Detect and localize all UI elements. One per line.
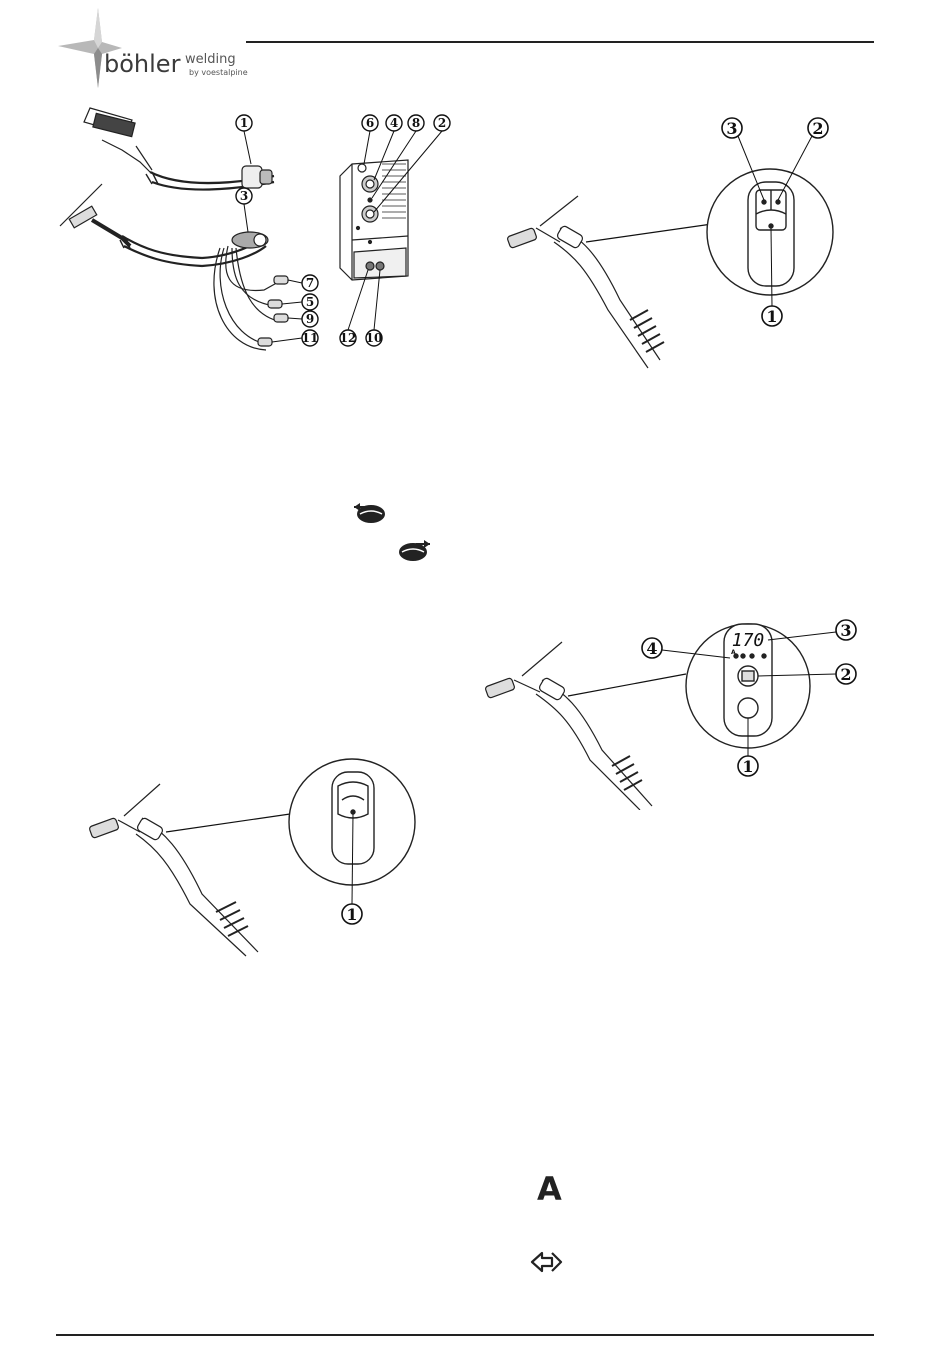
figure-torch-display: 170 A 4 3 2 1 [480, 610, 870, 810]
callout-label: 2 [438, 116, 446, 130]
callout-label: 5 [306, 295, 314, 309]
magnified-switch [707, 169, 833, 295]
callout-label: 2 [840, 665, 851, 684]
figure-torch-single: 1 [80, 748, 420, 958]
crater-out-icon [396, 538, 432, 562]
tig-torch-drawing [60, 184, 288, 350]
brand-main: böhler [104, 50, 180, 78]
callout-label: 3 [240, 189, 248, 203]
header-rule [246, 41, 874, 43]
callout-label: 3 [726, 119, 737, 138]
callout-label: 6 [366, 116, 374, 130]
callout-label: 1 [346, 905, 357, 924]
callout-label: 10 [366, 331, 383, 345]
callout-label: 8 [412, 116, 420, 130]
torch-handle-drawing [89, 784, 258, 956]
figure-torch-updown: 3 2 1 [500, 110, 860, 370]
callout-label: 12 [340, 331, 357, 345]
brand-by: by voestalpine [189, 68, 248, 77]
callout-label: 3 [840, 621, 851, 640]
callout-label: 1 [766, 307, 777, 326]
callout-label: 2 [812, 119, 823, 138]
current-symbol: A [537, 1170, 562, 1208]
brand-logo: böhler welding by voestalpine [58, 8, 258, 88]
crater-in-icon [352, 500, 386, 524]
display-current-letter: A [731, 649, 736, 656]
figure-connections: 1 3 7 5 9 11 [52, 100, 462, 360]
footer-rule [56, 1334, 874, 1336]
callout-label: 1 [742, 757, 753, 776]
callout-label: 9 [306, 312, 314, 326]
callout-label: 4 [390, 116, 398, 130]
brand-sub: welding [185, 52, 236, 67]
display-readout: 170 [732, 630, 765, 651]
callout-label: 7 [306, 276, 314, 290]
torch-handle-drawing [507, 196, 664, 368]
callout-label: 4 [646, 639, 657, 658]
enter-arrow-icon [530, 1250, 564, 1274]
callout-label: 11 [302, 331, 319, 345]
callout-label: 1 [240, 116, 248, 130]
torch-handle-drawing [485, 642, 652, 810]
machine-front-drawing [340, 160, 408, 280]
